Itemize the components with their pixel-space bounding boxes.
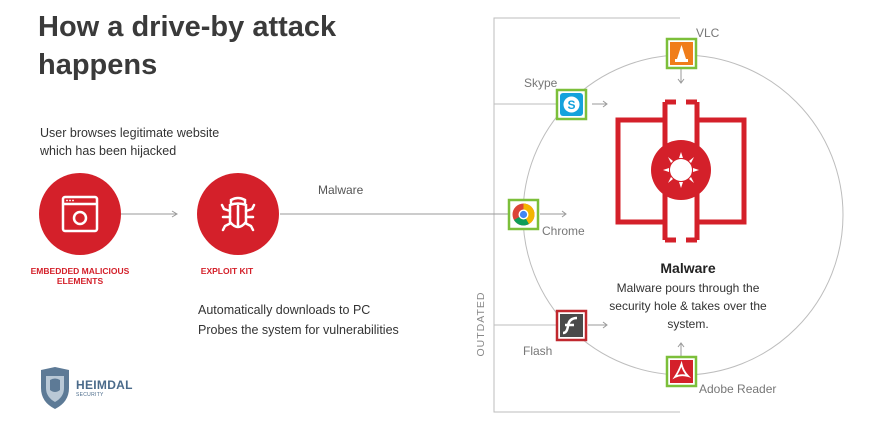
vlc-icon — [665, 37, 698, 70]
logo-text: HEIMDAL — [76, 378, 133, 392]
malware-flow-label: Malware — [318, 183, 364, 197]
malware-desc-line2: security hole & takes over the — [609, 299, 767, 313]
skype-label: Skype — [524, 76, 558, 90]
exploit-kit-label: EXPLOIT KIT — [200, 266, 254, 276]
malware-description: Malware Malware pours through the securi… — [598, 260, 778, 333]
embedded-elements-node — [39, 173, 121, 255]
flash-icon — [555, 309, 588, 342]
browser-window-icon — [61, 195, 99, 233]
logo-subtext: SECURITY — [76, 392, 104, 398]
bug-icon — [220, 196, 256, 232]
virus-icon — [663, 152, 699, 188]
adobe-reader-label: Adobe Reader — [699, 382, 777, 396]
bracket-left-edge — [493, 17, 510, 413]
step2-description: Automatically downloads to PC Probes the… — [198, 300, 428, 340]
svg-text:S: S — [567, 98, 575, 112]
vlc-label: VLC — [696, 26, 720, 40]
exploit-kit-node — [197, 173, 279, 255]
step2-line2: Probes the system for vulnerabilities — [198, 323, 399, 337]
page-title: How a drive-by attack happens — [38, 11, 337, 81]
step1-line2: which has been hijacked — [40, 144, 177, 158]
step1-line1: User browses legitimate website — [40, 126, 220, 140]
infected-monitor-icon — [615, 99, 747, 243]
step1-description: User browses legitimate website which ha… — [40, 124, 260, 160]
step2-line1: Automatically downloads to PC — [198, 303, 371, 317]
malware-title: Malware — [660, 260, 716, 276]
chrome-label: Chrome — [542, 224, 585, 238]
malware-desc-line1: Malware pours through the — [616, 281, 760, 295]
heimdal-logo: HEIMDAL SECURITY — [38, 366, 168, 410]
heimdal-shield-icon — [41, 367, 69, 409]
malware-desc-line3: system. — [667, 317, 709, 331]
embedded-malicious-elements-label: EMBEDDED MALICIOUS ELEMENTS — [30, 266, 130, 286]
embedded-elements-circle — [39, 173, 121, 255]
adobe-reader-icon — [665, 355, 698, 388]
flash-label: Flash — [523, 344, 553, 358]
chrome-icon — [507, 198, 540, 231]
skype-icon: S — [555, 88, 588, 121]
